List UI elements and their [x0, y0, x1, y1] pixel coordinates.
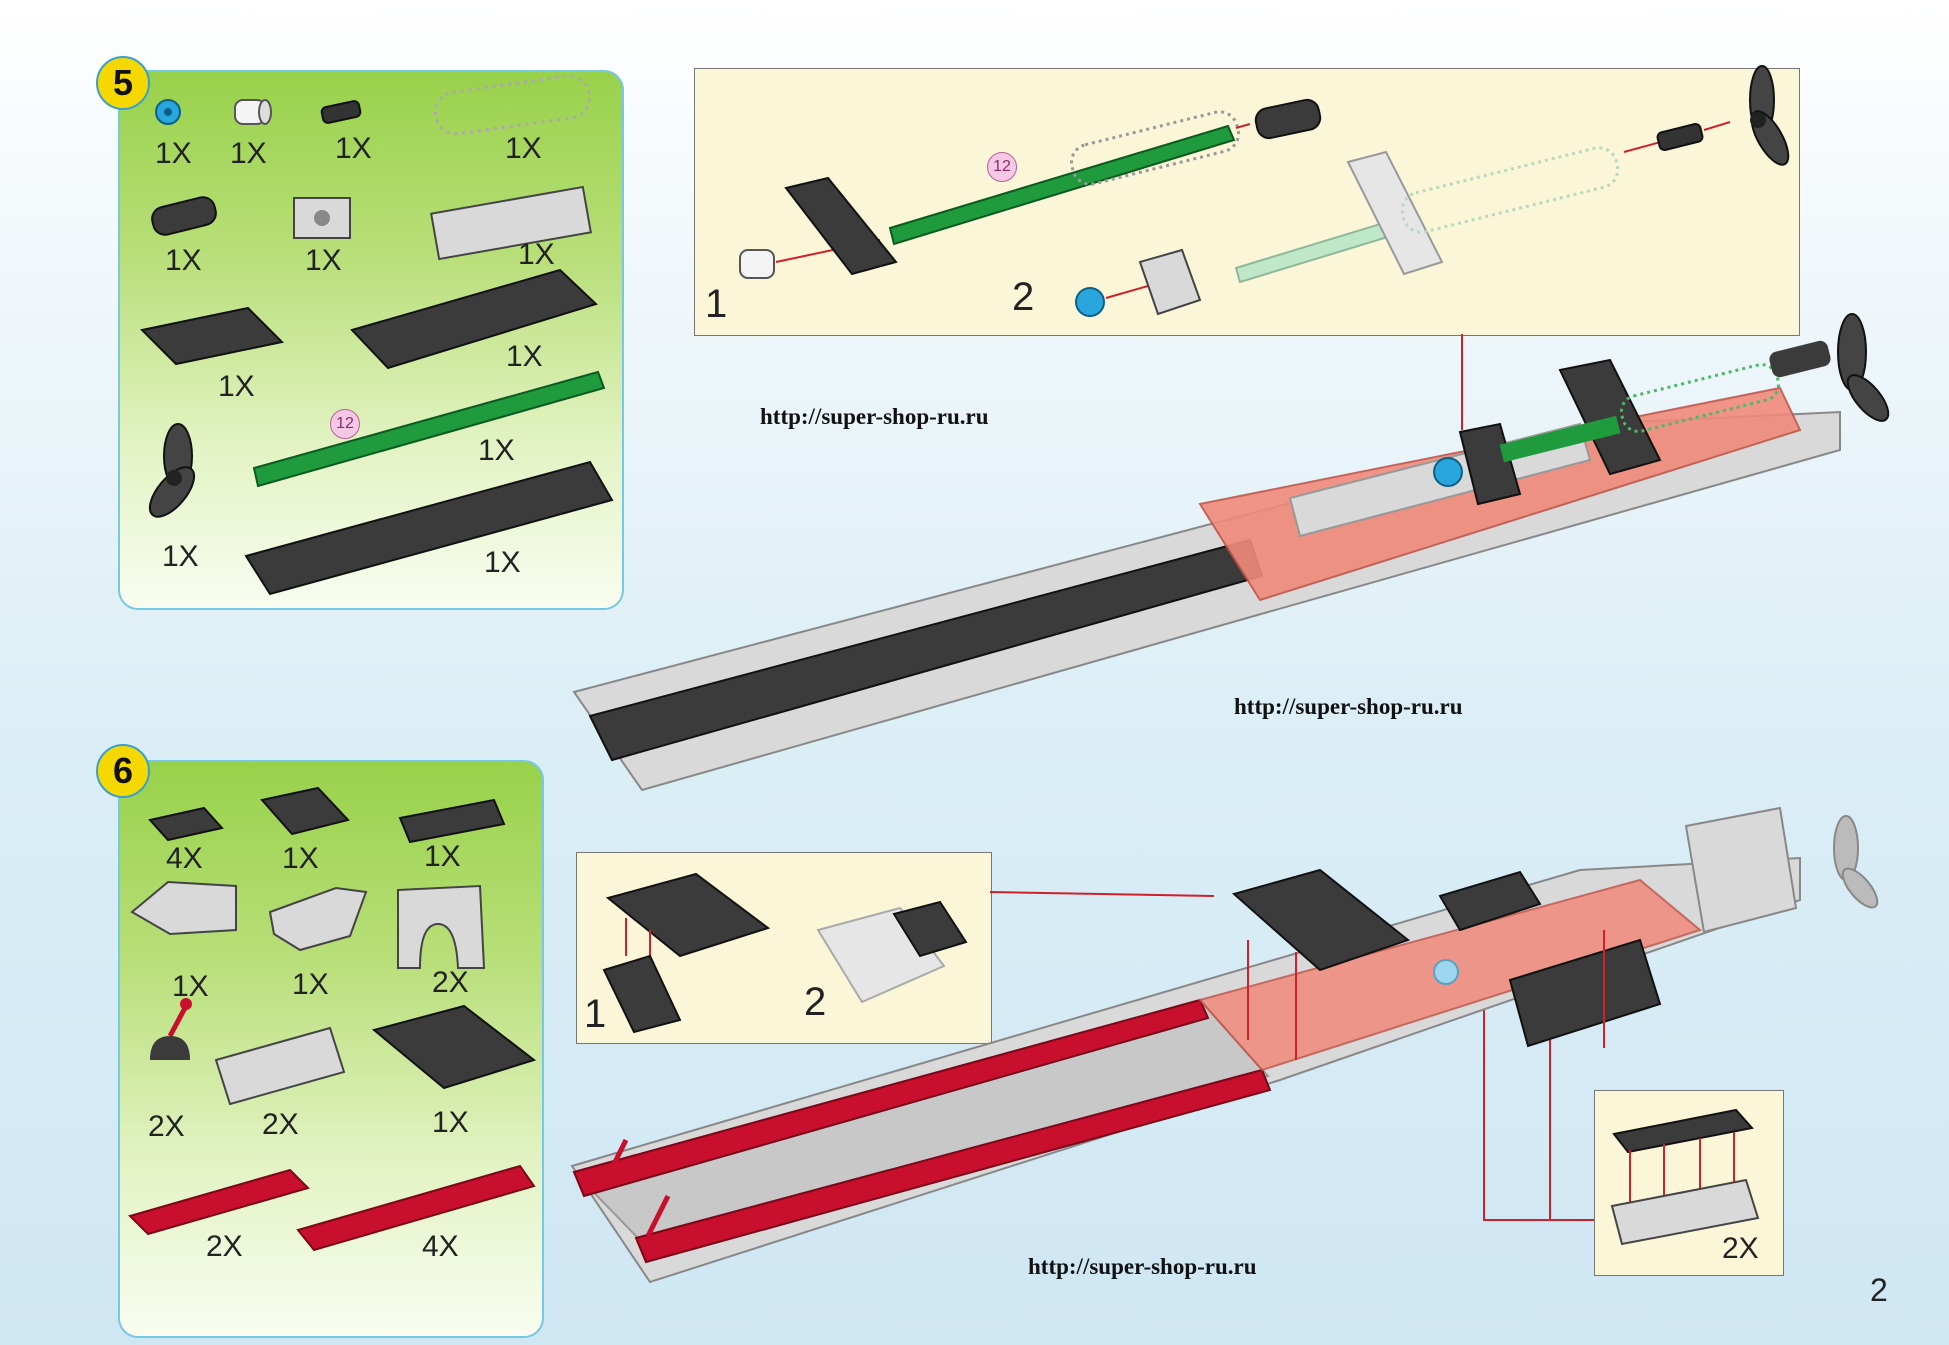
axle-pin-part	[320, 100, 362, 124]
technic-brick-1x1-part	[293, 197, 351, 239]
part-quantity: 1X	[424, 840, 461, 873]
part-quantity: 4X	[166, 842, 203, 875]
axle-length-badge: 12	[330, 409, 360, 439]
part-quantity: 1X	[292, 968, 329, 1001]
tile-1x2-grille-part	[1612, 1108, 1754, 1154]
technic-brick-1x4-part	[214, 1026, 346, 1106]
part-quantity: 2X	[206, 1230, 243, 1263]
part-quantity: 1X	[162, 540, 199, 573]
arch-brick-part	[397, 884, 486, 969]
part-quantity: 1X	[478, 434, 515, 467]
part-quantity: 1X	[432, 1106, 469, 1139]
watermark-url[interactable]: http://super-shop-ru.ru	[760, 404, 989, 429]
part-quantity: 1X	[335, 132, 372, 165]
plate-2x2-part	[260, 786, 350, 836]
part-quantity: 1X	[172, 970, 209, 1003]
substep-number: 1	[584, 992, 607, 1036]
part-quantity: 2X	[432, 966, 469, 999]
part-quantity: 2X	[262, 1108, 299, 1141]
spring-part	[1070, 110, 1240, 186]
plate-with-clips-part	[398, 798, 506, 844]
part-quantity: 1X	[230, 137, 267, 170]
assembly-arrow	[1235, 123, 1251, 129]
assembly-arrow	[1703, 121, 1731, 131]
plate-4x4-hinge-part	[371, 1004, 537, 1090]
assembly-arrow	[1105, 285, 1149, 299]
wedge-brick-right-part	[268, 886, 368, 952]
green-axle-part	[888, 124, 1236, 246]
connector-part	[1254, 98, 1322, 140]
technic-brick-1x6-part	[784, 176, 898, 276]
axle-length-badge: 12	[987, 152, 1017, 182]
step-5-subassembly-callout	[694, 68, 1800, 336]
propeller-part	[148, 423, 196, 518]
light-axle-assembly	[1234, 146, 1620, 284]
callout-leader-line	[989, 891, 1215, 897]
axle-pin-part	[1656, 123, 1704, 151]
part-quantity: 1X	[282, 842, 319, 875]
white-pin-part	[234, 99, 272, 125]
technic-brick-1x4-part	[1610, 1178, 1760, 1246]
step-6-number: 6	[96, 744, 150, 798]
part-quantity: 2X	[148, 1110, 185, 1143]
plate-1x6-red-part	[296, 1164, 536, 1252]
part-quantity: 1X	[506, 340, 543, 373]
part-quantity: 1X	[484, 546, 521, 579]
callout-leader-line	[1483, 1006, 1594, 1221]
substep-number: 2	[804, 980, 827, 1024]
green-axle-part	[252, 370, 606, 488]
part-quantity: 1X	[305, 244, 342, 277]
plate-2x10-part	[244, 460, 614, 596]
connector-part	[151, 196, 217, 236]
technic-brick-1x1-part	[1138, 248, 1202, 316]
part-quantity: 2X	[1722, 1232, 1759, 1265]
plate-with-clips-part	[602, 954, 682, 1034]
part-quantity: 1X	[218, 370, 255, 403]
spring-part	[433, 74, 592, 136]
technic-brick-1x6-part	[430, 185, 592, 261]
wedge-brick-left-part	[130, 880, 237, 936]
white-pin-part	[739, 249, 775, 279]
blue-bush-part	[1075, 287, 1105, 317]
plate-4x4-hinge-part	[605, 872, 771, 958]
plate-2x8-part	[350, 268, 598, 370]
part-quantity: 1X	[505, 132, 542, 165]
watermark-url[interactable]: http://super-shop-ru.ru	[1234, 694, 1463, 719]
blue-bush-part	[155, 99, 181, 125]
part-quantity: 4X	[422, 1230, 459, 1263]
substep-number: 2	[1012, 275, 1035, 319]
watermark-url[interactable]: http://super-shop-ru.ru	[1028, 1254, 1257, 1279]
tile-1x2-grille-part	[148, 806, 224, 842]
part-quantity: 1X	[165, 244, 202, 277]
part-quantity: 1X	[155, 137, 192, 170]
hinged-plate-assembly	[816, 900, 968, 1004]
lever-part	[150, 998, 192, 1060]
page-number: 2	[1870, 1272, 1888, 1308]
plate-2x4-part	[139, 306, 285, 366]
step-5-number: 5	[96, 56, 150, 110]
propeller-part	[1749, 65, 1790, 166]
plate-1x4-red-part	[128, 1168, 310, 1236]
part-quantity: 1X	[518, 238, 555, 271]
substep-number: 1	[705, 282, 728, 326]
